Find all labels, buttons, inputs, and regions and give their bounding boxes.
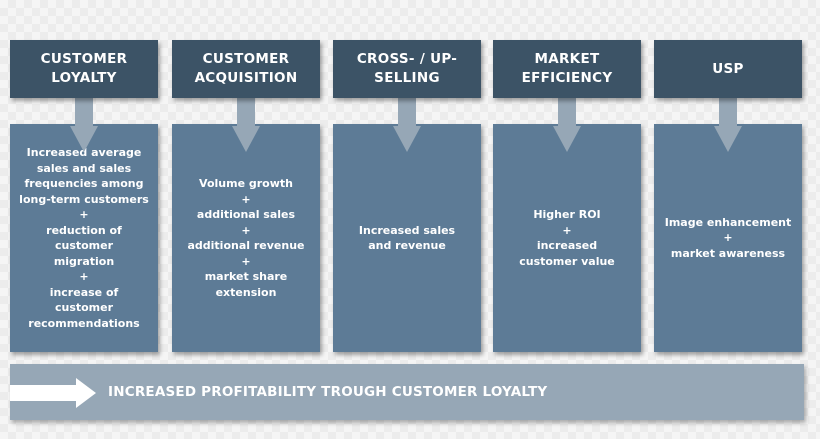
column-header: MARKET EFFICIENCY	[493, 40, 641, 98]
body-line: recommendations	[28, 316, 140, 330]
down-arrow-icon	[232, 98, 260, 152]
column-header: CUSTOMER LOYALTY	[10, 40, 158, 98]
body-line: increase of	[49, 285, 119, 299]
plus-separator: +	[79, 270, 89, 283]
column: Increased average sales and sales frequenc…	[10, 0, 158, 352]
body-line: and revenue	[368, 239, 446, 252]
body-line: migration	[53, 254, 115, 268]
column-body: Volume growth + additional sales + additiona…	[172, 124, 320, 352]
body-line: additional sales	[196, 208, 296, 221]
body-line: long-term customers	[19, 192, 149, 206]
column-body-text: Higher ROI + increased customer value	[513, 207, 621, 269]
body-line: Increased average	[26, 146, 142, 159]
body-line: sales and sales	[36, 161, 132, 175]
down-arrow-icon	[393, 98, 421, 152]
down-arrow-icon	[553, 98, 581, 152]
column-body-text: Image enhancement +market awareness	[659, 215, 798, 262]
column-header-label: CUSTOMER ACQUISITION	[194, 51, 298, 86]
body-line: customer	[54, 301, 114, 314]
column-header-label: MARKET EFFICIENCY	[521, 51, 613, 86]
column: Volume growth + additional sales + additiona…	[172, 0, 320, 352]
footer-banner: INCREASED PROFITABILITY TROUGH CUSTOMER …	[10, 364, 804, 420]
column-body-text: Volume growth + additional sales + additiona…	[172, 176, 320, 300]
column-header: USP	[654, 40, 802, 98]
column-header-label: CUSTOMER LOYALTY	[40, 51, 128, 86]
body-line: Increased sales	[358, 223, 456, 237]
right-arrow-icon	[10, 378, 96, 408]
body-line: reduction of customer	[46, 223, 122, 253]
column-body-text: Increased average sales and sales frequenc…	[10, 145, 158, 331]
plus-separator: +	[241, 192, 251, 206]
plus-separator: +	[562, 223, 572, 237]
down-arrow-icon	[70, 98, 98, 152]
down-arrow-icon	[714, 98, 742, 152]
column: Increased sales and revenue CROSS- / UP- S…	[333, 0, 481, 352]
body-line: market awareness	[670, 246, 786, 260]
column-body: Higher ROI + increased customer value	[493, 124, 641, 352]
body-line: Image enhancement	[664, 215, 792, 229]
body-line: customer value	[519, 254, 615, 268]
footer-text: INCREASED PROFITABILITY TROUGH CUSTOMER …	[108, 384, 548, 400]
body-line: Higher ROI	[533, 208, 601, 221]
column: Higher ROI + increased customer value MARKET…	[493, 0, 641, 352]
column-body: Increased average sales and sales frequenc…	[10, 124, 158, 352]
body-line: frequencies among	[24, 177, 144, 190]
body-line: market share extension	[204, 270, 288, 299]
plus-separator: +	[723, 231, 733, 245]
column-body: Increased sales and revenue	[333, 124, 481, 352]
plus-separator: +	[241, 254, 251, 268]
column-body-text: Increased sales and revenue	[353, 223, 461, 254]
column-header-label: USP	[712, 60, 744, 77]
column-header: CUSTOMER ACQUISITION	[172, 40, 320, 98]
body-line: additional revenue	[187, 239, 305, 252]
plus-separator: +	[79, 208, 89, 221]
body-line: increased	[536, 239, 598, 252]
column-body: Image enhancement +market awareness	[654, 124, 802, 352]
column-header: CROSS- / UP- SELLING	[333, 40, 481, 98]
column: Image enhancement +market awareness USP	[654, 0, 802, 352]
column-header-label: CROSS- / UP- SELLING	[356, 51, 458, 86]
body-line: Volume growth	[199, 177, 293, 190]
plus-separator: +	[241, 223, 251, 237]
